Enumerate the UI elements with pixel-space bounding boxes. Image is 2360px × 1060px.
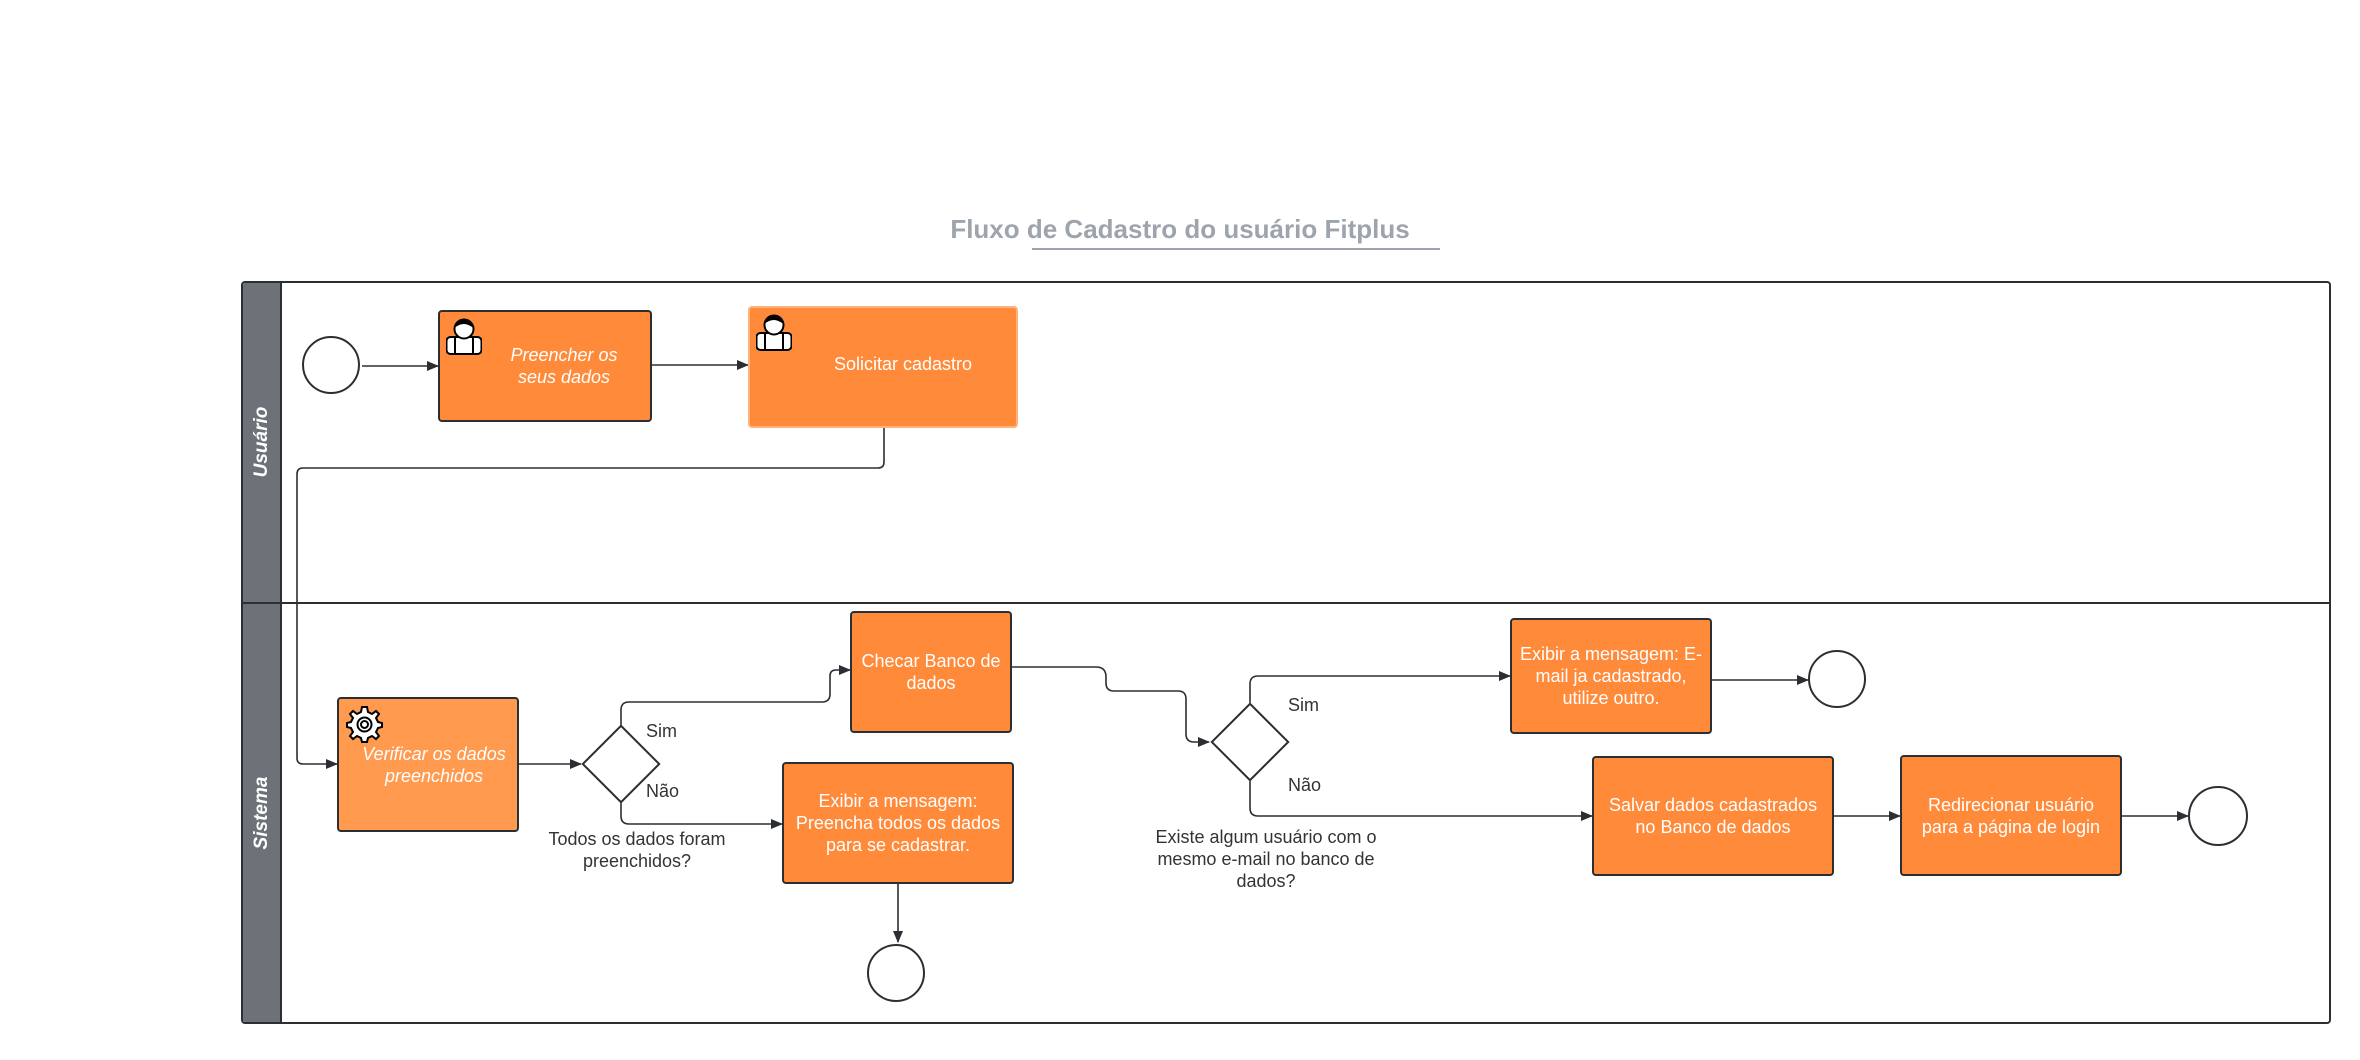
flow-gateway2-yes-to-exibir — [1249, 671, 1511, 703]
flow-gateway1-no-to-exibir — [620, 793, 783, 829]
lane-header-sistema: Sistema — [243, 604, 281, 1022]
task-label: Verificar os dados preenchidos — [362, 743, 506, 786]
task-exibir-email: Exibir a mensagem: E-mail ja cadastrado,… — [1510, 618, 1712, 734]
pool — [241, 281, 2331, 1024]
gateway2-no-label: Não — [1288, 775, 1322, 795]
gateway1-no-label: Não — [646, 781, 680, 801]
task-preencher: Preencher os seus dados — [438, 310, 652, 422]
gateway2-yes-label: Sim — [1288, 695, 1319, 715]
task-verificar: Verificar os dados preenchidos — [337, 697, 519, 832]
gateway1-yes-label: Sim — [646, 721, 677, 741]
end-event-sucesso — [2188, 786, 2248, 846]
diagram-title: Fluxo de Cadastro do usuário Fitplus — [950, 214, 1410, 244]
task-label: Exibir a mensagem: E-mail ja cadastrado,… — [1519, 644, 1703, 708]
flow-checar-to-gateway2 — [1012, 666, 1210, 747]
task-checar-banco: Checar Banco de dados — [850, 611, 1012, 733]
task-salvar-dados: Salvar dados cadastrados no Banco de dad… — [1592, 756, 1834, 876]
gateway1-question: Todos os dados foram preenchidos? — [548, 829, 726, 871]
task-redirecionar: Redirecionar usuário para a página de lo… — [1900, 755, 2122, 876]
lane-header-divider — [280, 283, 282, 1022]
flow-solicitar-to-verificar — [296, 428, 885, 769]
flow-gateway2-no-to-salvar — [1249, 781, 1593, 821]
task-label: Checar Banco de dados — [861, 651, 1001, 693]
task-label: Redirecionar usuário para a página de lo… — [1921, 794, 2101, 837]
flow-gateway1-yes-to-checar — [620, 665, 851, 735]
gateway2-question: Existe algum usuário com o mesmo e-mail … — [1155, 827, 1377, 891]
task-label: Preencher os seus dados — [510, 345, 618, 387]
lane-divider — [243, 602, 2329, 604]
user-icon — [755, 313, 793, 356]
title-underline — [1032, 248, 1440, 250]
task-solicitar: Solicitar cadastro — [748, 306, 1018, 428]
task-label: Solicitar cadastro — [833, 354, 973, 374]
task-label: Exibir a mensagem: Preencha todos os dad… — [795, 791, 1001, 855]
end-event-email-existente — [1808, 650, 1866, 708]
start-event — [302, 336, 360, 394]
user-icon — [445, 317, 483, 360]
gear-icon — [345, 705, 383, 748]
task-label: Salvar dados cadastrados no Banco de dad… — [1608, 795, 1818, 837]
task-exibir-preencha: Exibir a mensagem: Preencha todos os dad… — [782, 762, 1014, 884]
lane-header-usuario: Usuário — [243, 283, 281, 602]
end-event-dados-incompletos — [867, 944, 925, 1002]
